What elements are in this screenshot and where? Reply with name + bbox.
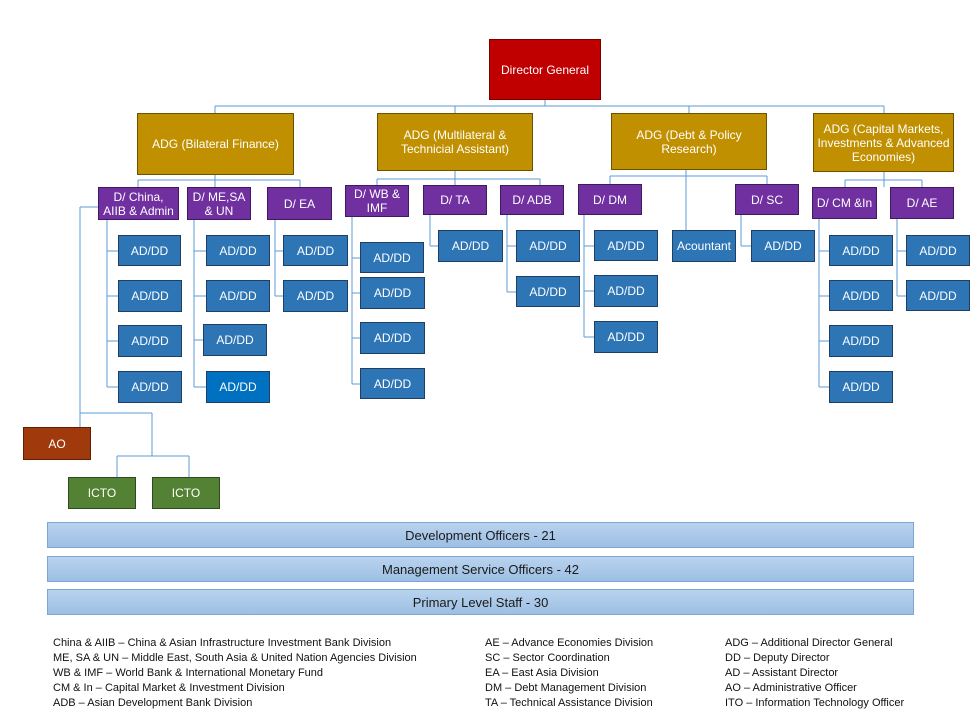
ad-dd-box: AD/DD (594, 275, 658, 307)
management-service-officers-bar: Management Service Officers - 42 (47, 556, 914, 582)
director-sc-box: D/ SC (735, 184, 799, 215)
ad-dd-box: AD/DD (829, 235, 893, 266)
ad-dd-box: AD/DD (360, 277, 425, 309)
adg-debt-policy-box: ADG (Debt & Policy Research) (611, 113, 767, 170)
legend-column-3: ADG – Additional Director General DD – D… (725, 636, 904, 711)
legend-item: China & AIIB – China & Asian Infrastruct… (53, 637, 392, 649)
ad-dd-box: AD/DD (203, 324, 267, 356)
director-china-aiib-admin-box: D/ China, AIIB & Admin (98, 187, 179, 220)
ad-dd-box: AD/DD (829, 280, 893, 311)
ad-dd-box: AD/DD (751, 230, 815, 262)
legend-item: TA – Technical Assistance Division (485, 697, 653, 709)
ad-dd-box: AD/DD (906, 280, 970, 311)
director-ae-box: D/ AE (890, 187, 954, 219)
ad-dd-box: AD/DD (594, 230, 658, 261)
ad-dd-box: AD/DD (594, 321, 658, 353)
director-cm-in-box: D/ CM &In (812, 187, 877, 219)
ad-dd-box: AD/DD (829, 371, 893, 403)
ad-dd-box: AD/DD (206, 235, 270, 266)
legend-item: DM – Debt Management Division (485, 682, 647, 694)
director-me-sa-un-box: D/ ME,SA & UN (187, 187, 251, 220)
ad-dd-box: AD/DD (118, 371, 182, 403)
adg-bilateral-finance-box: ADG (Bilateral Finance) (137, 113, 294, 175)
ad-dd-box: AD/DD (438, 230, 503, 262)
director-wb-imf-box: D/ WB & IMF (345, 185, 409, 217)
ad-dd-box: AD/DD (360, 242, 424, 273)
legend-item: ADB – Asian Development Bank Division (53, 697, 253, 709)
ad-dd-box: AD/DD (360, 368, 425, 399)
legend-item: AO – Administrative Officer (725, 682, 857, 694)
ad-dd-box: AD/DD (516, 276, 580, 307)
ad-dd-box: AD/DD (206, 371, 270, 403)
ad-dd-box: AD/DD (118, 280, 182, 312)
legend-item: ITO – Information Technology Officer (725, 697, 905, 709)
director-adb-box: D/ ADB (500, 185, 564, 215)
primary-level-staff-bar: Primary Level Staff - 30 (47, 589, 914, 615)
administrative-officer-box: AO (23, 427, 91, 460)
icto-box: ICTO (68, 477, 136, 509)
accountant-box: Acountant (672, 230, 736, 262)
adg-capital-markets-box: ADG (Capital Markets, Investments & Adva… (813, 113, 954, 172)
adg-multilateral-box: ADG (Multilateral & Technicial Assistant… (377, 113, 533, 171)
legend-item: ME, SA & UN – Middle East, South Asia & … (53, 652, 417, 664)
legend-item: AD – Assistant Director (725, 667, 839, 679)
ad-dd-box: AD/DD (118, 325, 182, 357)
ad-dd-box: AD/DD (283, 235, 348, 266)
legend-item: WB & IMF – World Bank & International Mo… (53, 667, 324, 679)
ad-dd-box: AD/DD (118, 235, 181, 266)
legend-item: SC – Sector Coordination (485, 652, 610, 664)
director-dm-box: D/ DM (578, 184, 642, 215)
ad-dd-box: AD/DD (829, 325, 893, 357)
ad-dd-box: AD/DD (516, 230, 580, 262)
legend-column-2: AE – Advance Economies Division SC – Sec… (485, 636, 653, 711)
director-ta-box: D/ TA (423, 185, 487, 215)
development-officers-bar: Development Officers - 21 (47, 522, 914, 548)
ad-dd-box: AD/DD (360, 322, 425, 354)
icto-box: ICTO (152, 477, 220, 509)
director-ea-box: D/ EA (267, 187, 332, 220)
legend-item: ADG – Additional Director General (725, 637, 893, 649)
legend-item: CM & In – Capital Market & Investment Di… (53, 682, 285, 694)
ad-dd-box: AD/DD (206, 280, 270, 312)
legend-column-1: China & AIIB – China & Asian Infrastruct… (53, 636, 417, 711)
legend-item: EA – East Asia Division (485, 667, 599, 679)
legend-item: DD – Deputy Director (725, 652, 830, 664)
director-general-box: Director General (489, 39, 601, 100)
ad-dd-box: AD/DD (906, 235, 970, 266)
ad-dd-box: AD/DD (283, 280, 348, 312)
legend-item: AE – Advance Economies Division (485, 637, 654, 649)
